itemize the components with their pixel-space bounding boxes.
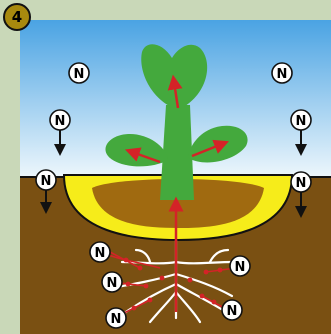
- nitrogen-label: N: [277, 67, 288, 82]
- nitrogen-label: N: [55, 114, 66, 129]
- nitrogen-label: N: [111, 312, 122, 327]
- step-badge: 4: [4, 4, 30, 30]
- nitrogen-label: N: [107, 276, 118, 291]
- nitrogen-label: N: [235, 260, 246, 275]
- nitrogen-label: N: [41, 174, 52, 189]
- nitrogen-label: N: [227, 304, 238, 319]
- nitrogen-label: N: [296, 176, 307, 191]
- nitrogen-label: N: [74, 67, 85, 82]
- nitrogen-label: N: [296, 114, 307, 129]
- step-number: 4: [12, 8, 22, 26]
- nitrogen-label: N: [95, 246, 106, 261]
